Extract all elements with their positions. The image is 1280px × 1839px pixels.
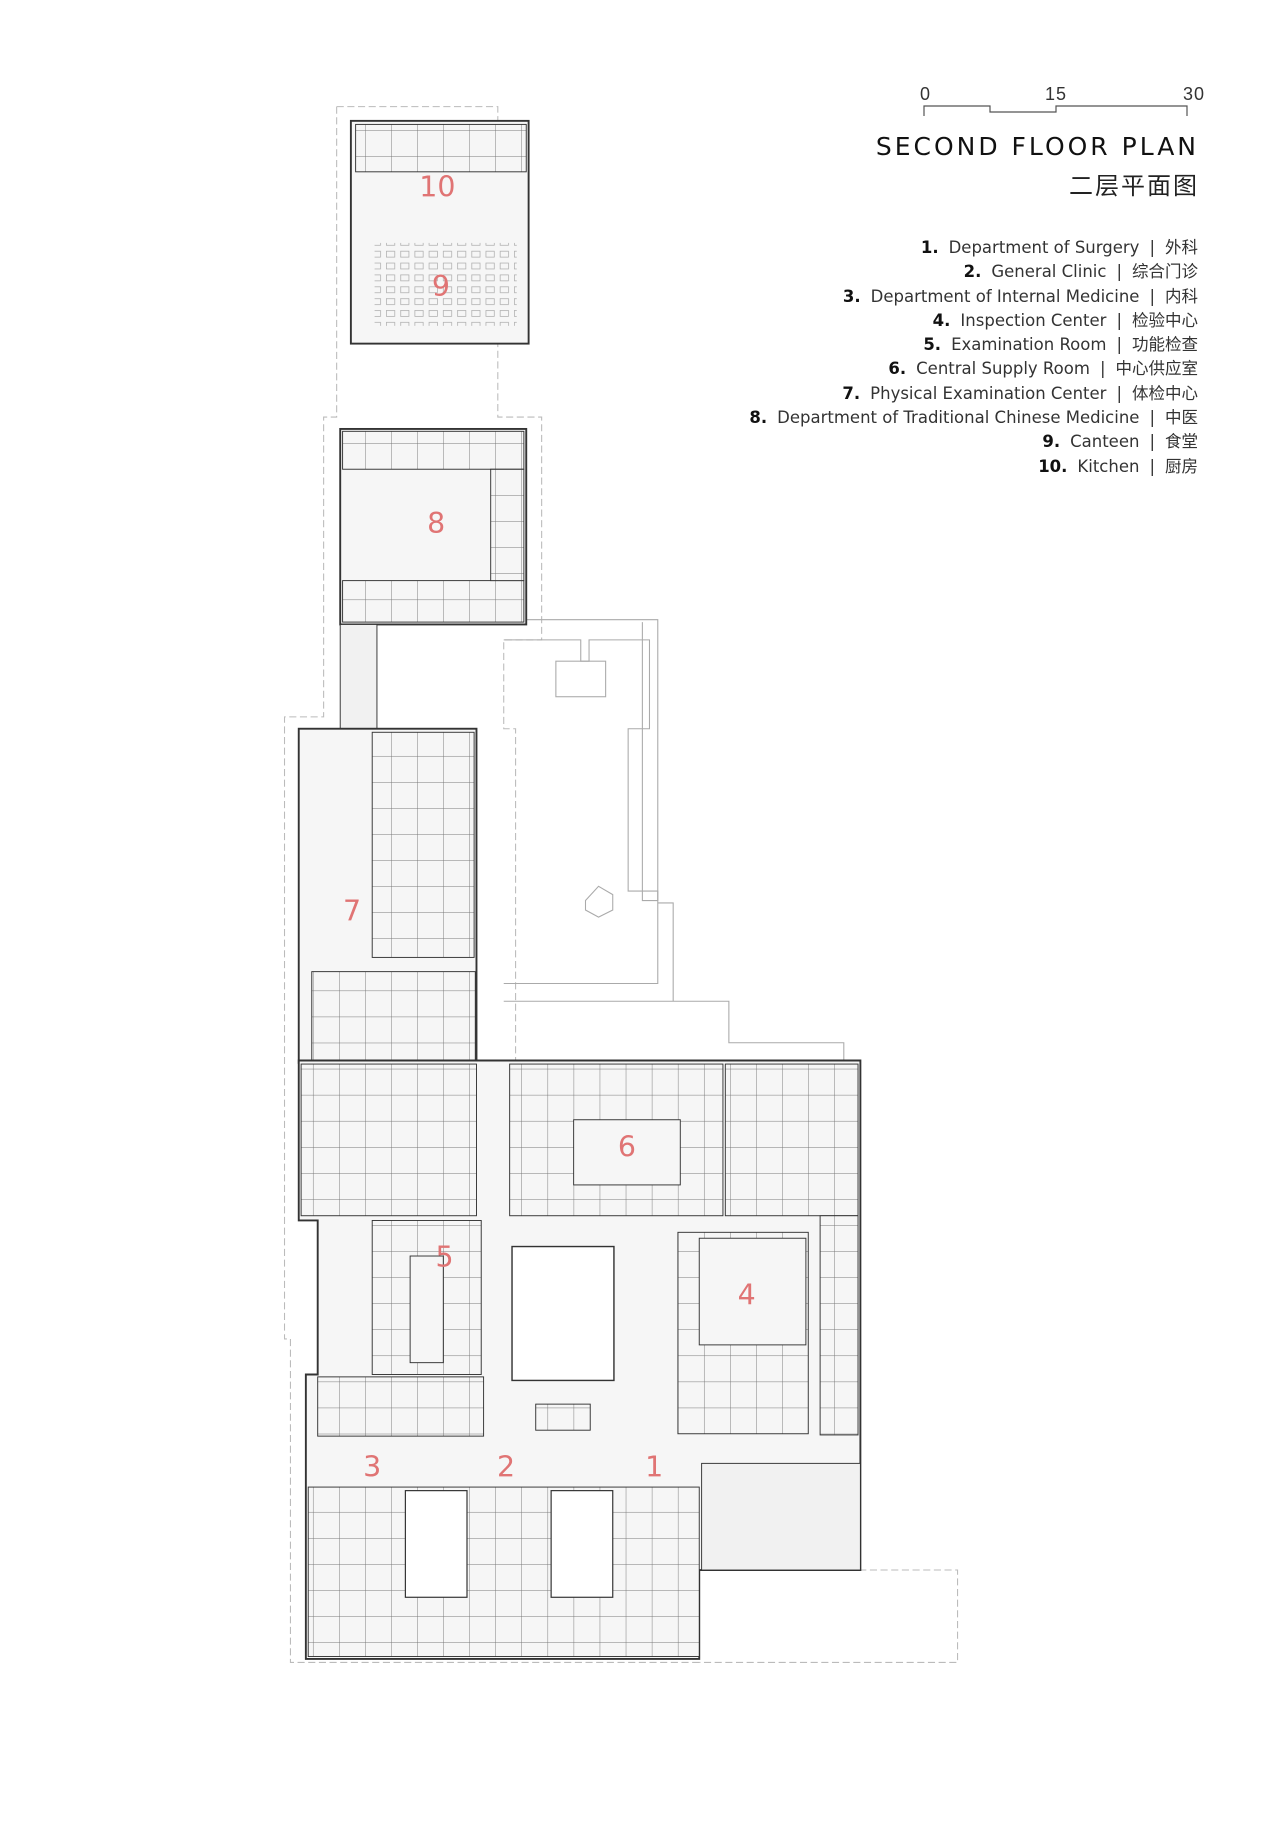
label-canteen: 9 (432, 270, 450, 303)
label-inspection-center: 4 (738, 1279, 756, 1312)
scale-tick-15: 15 (1045, 84, 1068, 104)
label-internal-medicine: 3 (363, 1450, 381, 1483)
legend-item: 3.Department of Internal Medicine|内科 (842, 286, 1198, 306)
plan-title: SECOND FLOOR PLAN (875, 132, 1199, 161)
plan-title-cn: 二层平面图 (1069, 173, 1199, 200)
label-central-supply: 6 (618, 1130, 636, 1163)
label-physical-exam: 7 (343, 895, 361, 928)
building-blocks (297, 119, 862, 1660)
scale-tick-30: 30 (1183, 84, 1206, 104)
courtyard (511, 1245, 615, 1382)
scale-tick-0: 0 (920, 84, 932, 104)
legend-item: 8.Department of Traditional Chinese Medi… (749, 408, 1198, 428)
legend-item: 7.Physical Examination Center|体检中心 (842, 383, 1198, 403)
room-labels: 10 9 8 7 6 5 4 3 2 1 (343, 171, 756, 1484)
legend-item: 2.General Clinic|综合门诊 (963, 262, 1198, 282)
legend-item: 5.Examination Room|功能检查 (923, 335, 1198, 355)
label-surgery: 1 (645, 1450, 663, 1483)
label-kitchen: 10 (419, 171, 455, 204)
scale-bar-line (923, 105, 1188, 116)
legend: 1.Department of Surgery|外科 2.General Cli… (749, 236, 1198, 479)
label-general-clinic: 2 (497, 1450, 515, 1483)
label-tcm: 8 (427, 507, 445, 540)
scale-bar: 0 15 30 (920, 84, 1204, 124)
legend-item: 1.Department of Surgery|外科 (920, 238, 1198, 257)
label-examination-room: 5 (435, 1241, 453, 1274)
legend-item: 6.Central Supply Room|中心供应室 (888, 359, 1198, 379)
legend-item: 10.Kitchen|厨房 (1038, 456, 1198, 476)
site-paths (503, 619, 845, 1061)
legend-item: 4.Inspection Center|检验中心 (932, 310, 1198, 330)
legend-item: 9.Canteen|食堂 (1042, 432, 1198, 452)
